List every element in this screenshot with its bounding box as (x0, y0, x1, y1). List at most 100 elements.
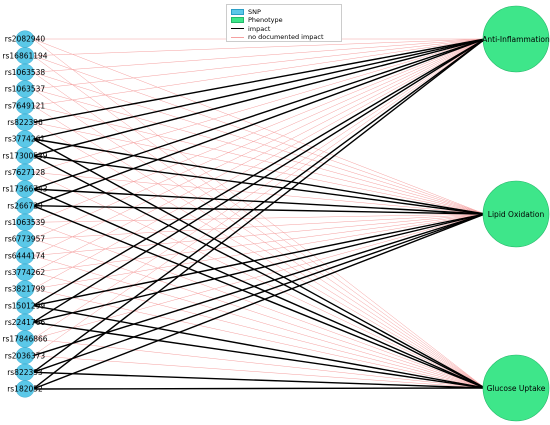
no-impact-edge (32, 172, 486, 215)
no-impact-edge (32, 213, 486, 240)
no-impact-edge (32, 38, 486, 273)
impact-edge (32, 38, 486, 323)
impact-edge (32, 138, 486, 215)
impact-edge (32, 213, 486, 357)
impact-edge (32, 38, 486, 140)
impact-edge (32, 138, 486, 389)
no-impact-edge (32, 288, 486, 389)
impact-edge (32, 304, 486, 389)
snp-nodes: rs2082940rs16861194rs1063538rs1063537rs7… (2, 30, 48, 398)
no-impact-edge (32, 38, 486, 173)
snp-label: rs6444174 (5, 251, 46, 260)
no-impact-line-icon (231, 36, 244, 38)
no-impact-edge (32, 72, 486, 215)
snp-label: rs3821799 (5, 285, 46, 294)
impact-edge (32, 213, 486, 307)
snp-label: rs266729 (7, 201, 43, 210)
impact-edge (32, 155, 486, 389)
snp-label: rs182052 (7, 385, 43, 394)
legend-item-phenotype: Phenotype (231, 16, 283, 25)
no-impact-edge (32, 213, 486, 256)
legend-no-impact-label: no documented impact (248, 33, 324, 41)
legend: SNP Phenotype impact no documented impac… (226, 4, 342, 42)
impact-edge (32, 188, 486, 215)
snp-label: rs17366743 (2, 185, 47, 194)
snp-label: rs17300539 (2, 151, 47, 160)
no-impact-edge (32, 122, 486, 389)
no-impact-edge (32, 213, 486, 340)
impact-edge (32, 38, 486, 190)
no-impact-edge (32, 38, 486, 240)
impact-edge (32, 154, 486, 215)
impact-edge (32, 387, 486, 390)
snp-label: rs7627128 (5, 168, 46, 177)
snp-label: rs17846866 (2, 335, 47, 344)
snp-label: rs6773957 (5, 235, 46, 244)
snp-label: rs16861194 (2, 51, 47, 60)
phenotype-label: Glucose Uptake (487, 384, 546, 393)
legend-item-impact: impact (231, 24, 270, 33)
snp-label: rs822393 (7, 368, 43, 377)
phenotype-node (482, 354, 550, 422)
snp-label: rs1063537 (5, 85, 46, 94)
impact-edge (32, 38, 486, 157)
impact-edge (32, 38, 486, 124)
impact-edge (32, 38, 486, 307)
snp-label: rs2036373 (5, 351, 46, 360)
legend-phenotype-label: Phenotype (248, 16, 283, 24)
no-impact-edge (32, 222, 486, 389)
no-impact-edge (32, 355, 486, 389)
snp-label: rs1063539 (5, 218, 46, 227)
no-impact-edge (32, 55, 486, 215)
phenotype-swatch-icon (231, 17, 244, 23)
snp-node (15, 380, 35, 398)
no-impact-edge (32, 213, 486, 273)
phenotype-node (482, 180, 550, 248)
legend-item-snp: SNP (231, 7, 261, 16)
impact-edge (32, 213, 486, 324)
impact-edge (32, 371, 486, 389)
no-impact-edge (32, 38, 486, 73)
snp-label: rs7649121 (5, 101, 46, 110)
no-impact-edge (32, 38, 486, 256)
impact-edge (32, 38, 486, 390)
snp-label: rs3774261 (5, 135, 46, 144)
no-impact-edge (32, 38, 486, 90)
no-impact-edge (32, 213, 486, 223)
no-impact-edge (32, 38, 486, 56)
no-impact-edge (32, 213, 486, 290)
no-impact-edge (32, 38, 486, 340)
no-impact-edge (32, 172, 486, 389)
snp-label: rs3774262 (5, 268, 46, 277)
impact-line-icon (231, 28, 244, 29)
legend-impact-label: impact (248, 24, 271, 33)
snp-label: rs2082940 (5, 35, 46, 44)
no-impact-edge (32, 122, 486, 215)
no-impact-edge (32, 38, 486, 106)
impact-edge (32, 213, 486, 373)
no-impact-edge (32, 105, 486, 215)
no-impact-edge (32, 38, 486, 215)
phenotype-node (482, 5, 550, 73)
snp-label: rs2241766 (5, 318, 46, 327)
no-impact-edge (32, 38, 486, 356)
snp-label: rs1501299 (5, 301, 46, 310)
impact-edges (32, 38, 486, 390)
impact-edge (32, 38, 486, 373)
no-impact-edge (32, 272, 486, 389)
no-impact-edge (32, 88, 486, 389)
impact-edge (32, 321, 486, 389)
no-impact-edge (32, 238, 486, 389)
no-impact-edge (32, 338, 486, 389)
no-impact-edge (32, 255, 486, 389)
legend-snp-label: SNP (248, 7, 261, 16)
impact-edge (32, 188, 486, 389)
phenotype-label: Lipid Oxidation (488, 210, 545, 219)
impact-edge (32, 38, 486, 207)
impact-edge (32, 213, 486, 390)
no-impact-edge (32, 105, 486, 389)
no-impact-edge (32, 38, 486, 290)
no-impact-edge (32, 38, 486, 223)
no-impact-edge (32, 72, 486, 389)
